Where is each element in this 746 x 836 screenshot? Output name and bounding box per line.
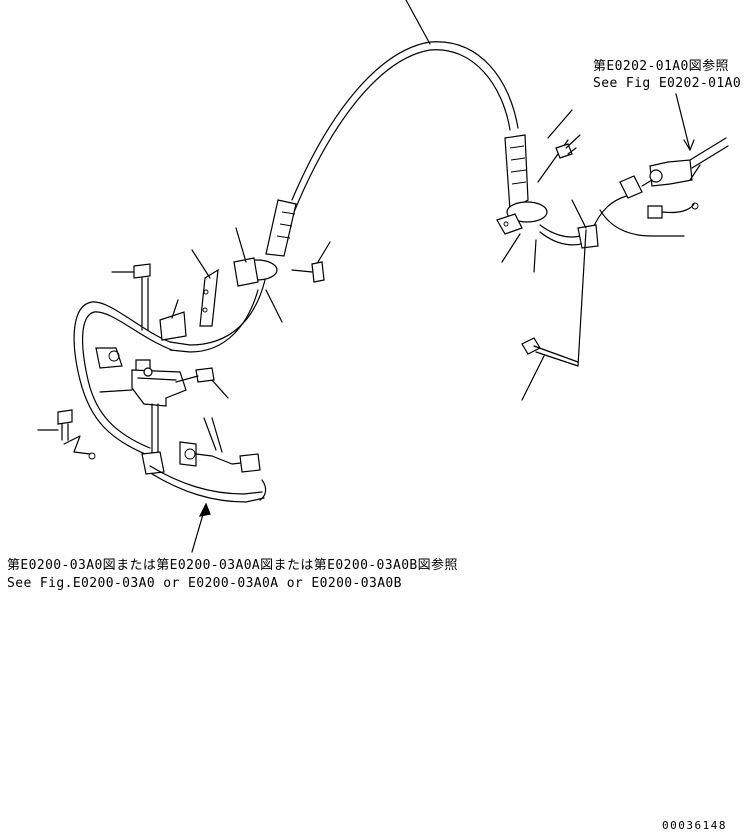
center-clamp-assembly bbox=[169, 199, 331, 353]
reference-label-jp: 第E0200-03A0図または第E0200-03A0A図または第E0200-03… bbox=[7, 558, 458, 573]
left-harness-assembly bbox=[37, 263, 267, 553]
top-right-connectors bbox=[599, 93, 729, 237]
reference-label-en: See Fig E0202-01A0 bbox=[593, 76, 742, 91]
reference-label-jp: 第E0202-01A0図参照 bbox=[593, 59, 729, 74]
reference-label-en: See Fig.E0200-03A0 or E0200-03A0A or E02… bbox=[7, 576, 402, 591]
harness-arc bbox=[291, 0, 519, 213]
right-clamp-assembly bbox=[496, 109, 631, 401]
drawing-number: 00036148 bbox=[662, 819, 727, 832]
